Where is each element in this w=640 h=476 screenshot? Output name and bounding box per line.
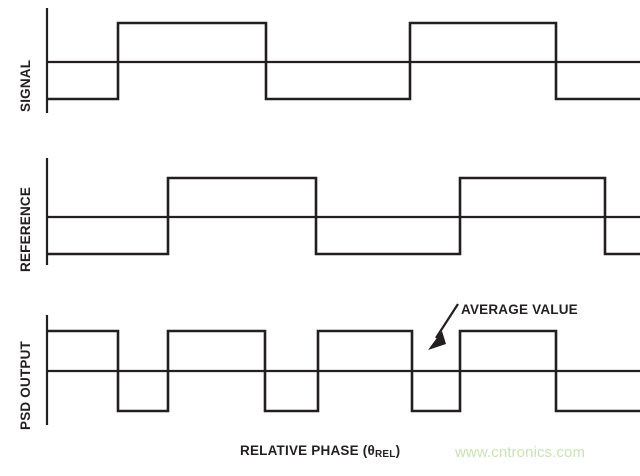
axis-label-psd-output: PSD OUTPUT	[18, 340, 33, 430]
x-axis-label-main: RELATIVE PHASE (	[240, 443, 368, 458]
panel-psd-output	[45, 315, 640, 425]
psd-output-waveform	[47, 329, 640, 413]
x-axis-label-close: )	[395, 443, 401, 458]
axis-label-signal: SIGNAL	[18, 59, 33, 112]
x-axis-label-theta: θ	[367, 443, 375, 458]
annotation-average-value: AVERAGE VALUE	[461, 302, 578, 317]
signal-waveform	[47, 21, 640, 101]
panel-signal	[45, 8, 640, 113]
arrow-shaft	[435, 303, 459, 339]
reference-waveform	[47, 176, 640, 256]
x-axis-label-subscript: REL	[374, 449, 396, 460]
arrow-head-icon	[428, 331, 446, 350]
axis-label-reference: REFERENCE	[18, 186, 33, 272]
panel-reference	[45, 158, 640, 265]
average-value-arrow	[428, 303, 459, 350]
x-axis-label: RELATIVE PHASE (θREL)	[240, 443, 400, 460]
watermark-text: www.cntronics.com	[455, 444, 586, 461]
